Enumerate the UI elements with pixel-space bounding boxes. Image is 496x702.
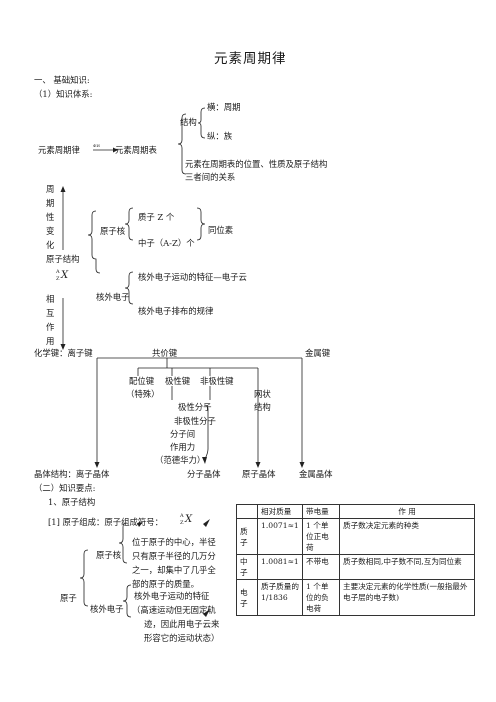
- nucleus-label-2: 原子核: [96, 550, 122, 560]
- vertical-char: 周: [46, 184, 55, 194]
- table-row: 电子 质子质量的1/1836 1 个单位的负电荷 主要决定元素的化学性质(一般指…: [236, 579, 475, 616]
- vertical-char: 互: [46, 308, 55, 318]
- polar-molecule-label: 极性分子: [178, 402, 212, 412]
- isotope-label: 同位素: [208, 225, 234, 235]
- section-2-heading: （二）知识要点:: [34, 483, 96, 493]
- electron-desc-4: 形容它的运动状态）: [144, 633, 220, 643]
- composition-nuclide-symbol: A Z X: [180, 514, 198, 528]
- section-2-1-heading: 1、原子结构: [48, 497, 96, 507]
- nuclide-symbol: A Z X: [56, 270, 74, 284]
- metallic-bond-label: 金属键: [305, 348, 331, 358]
- neutron-label: 中子（A-Z）个: [138, 238, 195, 248]
- intermolecular-label: 分子间: [170, 429, 196, 439]
- zong-label: 纵：族: [207, 131, 233, 141]
- table-cell: 1 个单位的负电荷: [302, 579, 340, 616]
- crystal-structure-label: 晶体结构：离子晶体: [34, 469, 110, 479]
- table-cell: 质子: [236, 518, 258, 555]
- atomic-number: Z: [56, 276, 60, 282]
- element-symbol: X: [185, 514, 193, 525]
- atom-structure-label: 原子结构: [46, 254, 80, 264]
- section-1-1-heading: （1）知识体系:: [34, 89, 93, 99]
- table-cell: 质子质量的1/1836: [257, 579, 303, 616]
- electron-rule: 核外电子排布的规律: [138, 306, 214, 316]
- table-cell: 质子数相同,中子数不同,互为同位素: [339, 554, 475, 580]
- chemical-bond-label: 化学键：离子键: [34, 348, 93, 358]
- table-cell: 不带电: [302, 554, 340, 580]
- table-header-row: 相对质量 带电量 作 用: [236, 504, 475, 519]
- table-row: 质子 1.0071≈1 1 个单位正电荷 质子数决定元素的种类: [236, 518, 475, 555]
- vertical-char: 作: [46, 322, 55, 332]
- network-label: 网状: [254, 389, 271, 399]
- electron-feature: 核外电子运动的特征—电子云: [138, 272, 247, 282]
- electron-desc-1: 核外电子运动的特征: [134, 591, 210, 601]
- table-cell: 中子: [236, 554, 258, 580]
- vertical-char: 期: [46, 198, 55, 208]
- molecular-crystal-label: 分子晶体: [187, 469, 221, 479]
- table-header: [236, 504, 258, 519]
- nucleus-label: 原子核: [100, 226, 126, 236]
- atom-label: 原子: [60, 593, 77, 603]
- nucleus-desc-1: 位于原子的中心，半径: [132, 537, 216, 547]
- composition-heading: [1] 原子组成：原子组成符号：: [48, 517, 164, 527]
- metallic-crystal-label: 金属晶体: [299, 469, 333, 479]
- atomic-number: Z: [180, 520, 184, 526]
- table-header: 带电量: [302, 504, 340, 519]
- electron-desc-2: （高速运动但无固定轨: [132, 605, 216, 615]
- intermolecular-label-2: 作用力: [170, 442, 196, 452]
- heng-label: 横：周期: [207, 102, 241, 112]
- arrow-label: ФИ: [93, 143, 100, 148]
- vertical-char: 变: [46, 226, 55, 236]
- jiegou-label: 结构: [180, 117, 197, 127]
- electron-desc-3: 迹，因此用电子云来: [144, 619, 220, 629]
- vertical-char: 性: [46, 212, 55, 222]
- table-header: 作 用: [339, 504, 475, 519]
- periodic-law-label: 元素周期律: [38, 145, 80, 155]
- table-row: 中子 1.0081≈1 不带电 质子数相同,中子数不同,互为同位素: [236, 554, 475, 580]
- table-cell: 1 个单位正电荷: [302, 518, 340, 555]
- table-header: 相对质量: [257, 504, 303, 519]
- page-title: 元素周期律: [214, 51, 287, 67]
- coordinate-note: （特殊）: [126, 389, 160, 399]
- section-1-heading: 一、 基础知识:: [34, 75, 90, 85]
- relation-line-1: 元素在周期表的位置、性质及原子结构: [185, 159, 328, 169]
- table-cell: 1.0081≈1: [257, 554, 303, 580]
- periodic-table-label: 元素周期表: [115, 145, 157, 155]
- table-cell: 主要决定元素的化学性质(一般指最外电子层的电子数): [339, 579, 475, 616]
- vertical-char: 化: [46, 240, 55, 250]
- particle-table: 相对质量 带电量 作 用 质子 1.0071≈1 1 个单位正电荷 质子数决定元…: [236, 504, 475, 616]
- vertical-char: 相: [46, 294, 55, 304]
- nucleus-desc-3: 之一，却集中了几乎全: [132, 565, 216, 575]
- nonpolar-bond-label: 非极性键: [200, 376, 234, 386]
- mass-number: A: [56, 269, 60, 275]
- relation-line-2: 三者间的关系: [185, 172, 236, 182]
- table-cell: 质子数决定元素的种类: [339, 518, 475, 555]
- table-cell: 1.0071≈1: [257, 518, 303, 555]
- nonpolar-molecule-label: 非极性分子: [174, 416, 216, 426]
- element-symbol: X: [61, 270, 69, 281]
- nucleus-desc-4: 部的原子的质量。: [132, 579, 199, 589]
- nucleus-desc-2: 只有原子半径的几万分: [132, 551, 216, 561]
- coordinate-bond-label: 配位键: [129, 376, 155, 386]
- electron-label-2: 核外电子: [90, 604, 124, 614]
- proton-label: 质子 Z 个: [138, 212, 175, 222]
- electron-label: 核外电子: [96, 292, 130, 302]
- covalent-bond-label: 共价键: [152, 348, 178, 358]
- network-label-2: 结构: [254, 402, 271, 412]
- atomic-crystal-label: 原子晶体: [242, 469, 276, 479]
- vdw-label: （范德华力）: [155, 455, 206, 465]
- mass-number: A: [180, 513, 184, 519]
- table-cell: 电子: [236, 579, 258, 616]
- vertical-char: 用: [46, 336, 55, 346]
- polar-bond-label: 极性键: [165, 376, 191, 386]
